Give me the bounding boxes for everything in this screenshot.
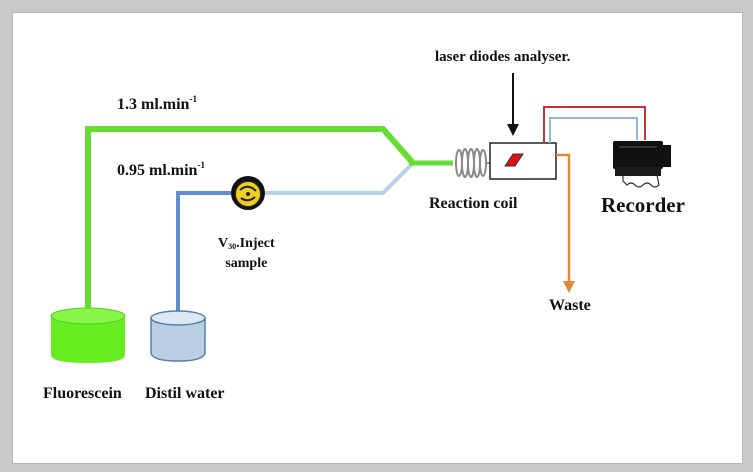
- recorder-label: Recorder: [601, 193, 685, 217]
- fluorescein-label: Fluorescein: [43, 385, 122, 402]
- recorder-wire-red: [543, 106, 646, 143]
- recorder-icon: [613, 141, 671, 188]
- flow-rate-fluorescein-exp: -1: [189, 94, 197, 104]
- inject-valve-icon: [231, 176, 265, 210]
- flow-rate-water-value: 0.95 ml.min: [117, 162, 198, 179]
- recorder-wire-blue: [549, 117, 638, 143]
- inject-text: .Inject: [236, 236, 275, 251]
- analyser-box: [489, 142, 557, 180]
- inject-v: V: [218, 236, 229, 251]
- fluorescein-line: [85, 126, 416, 313]
- analyser-label: laser diodes analyser.: [435, 49, 571, 65]
- distil-water-label: Distil water: [145, 385, 225, 402]
- waste-line: [556, 153, 571, 285]
- distil-water-line: [176, 191, 231, 313]
- diagram-frame: laser diodes analyser. 1.3 ml.min-1 0.95…: [12, 12, 743, 464]
- fluorescein-bottle: [50, 307, 126, 363]
- flow-rate-fluorescein-label: 1.3 ml.min-1: [117, 95, 197, 113]
- analyser-led: [504, 153, 524, 167]
- flow-rate-fluorescein-value: 1.3 ml.min: [117, 96, 190, 113]
- reaction-coil-label: Reaction coil: [429, 195, 518, 212]
- inject-sample-label: V30.Inject sample: [218, 235, 275, 272]
- waste-label: Waste: [549, 297, 591, 314]
- flow-injection-diagram: [50, 73, 671, 363]
- reaction-coil: [455, 148, 487, 178]
- flow-rate-water-exp: -1: [197, 160, 205, 170]
- distil-water-beaker: [150, 310, 206, 362]
- inject-sample-text: sample: [225, 256, 268, 271]
- analyser-arrow-head: [507, 124, 519, 136]
- flow-rate-water-label: 0.95 ml.min-1: [117, 161, 205, 179]
- waste-arrow-head: [563, 281, 575, 293]
- sample-line: [265, 161, 415, 195]
- inject-volume-sub: 30: [228, 242, 237, 251]
